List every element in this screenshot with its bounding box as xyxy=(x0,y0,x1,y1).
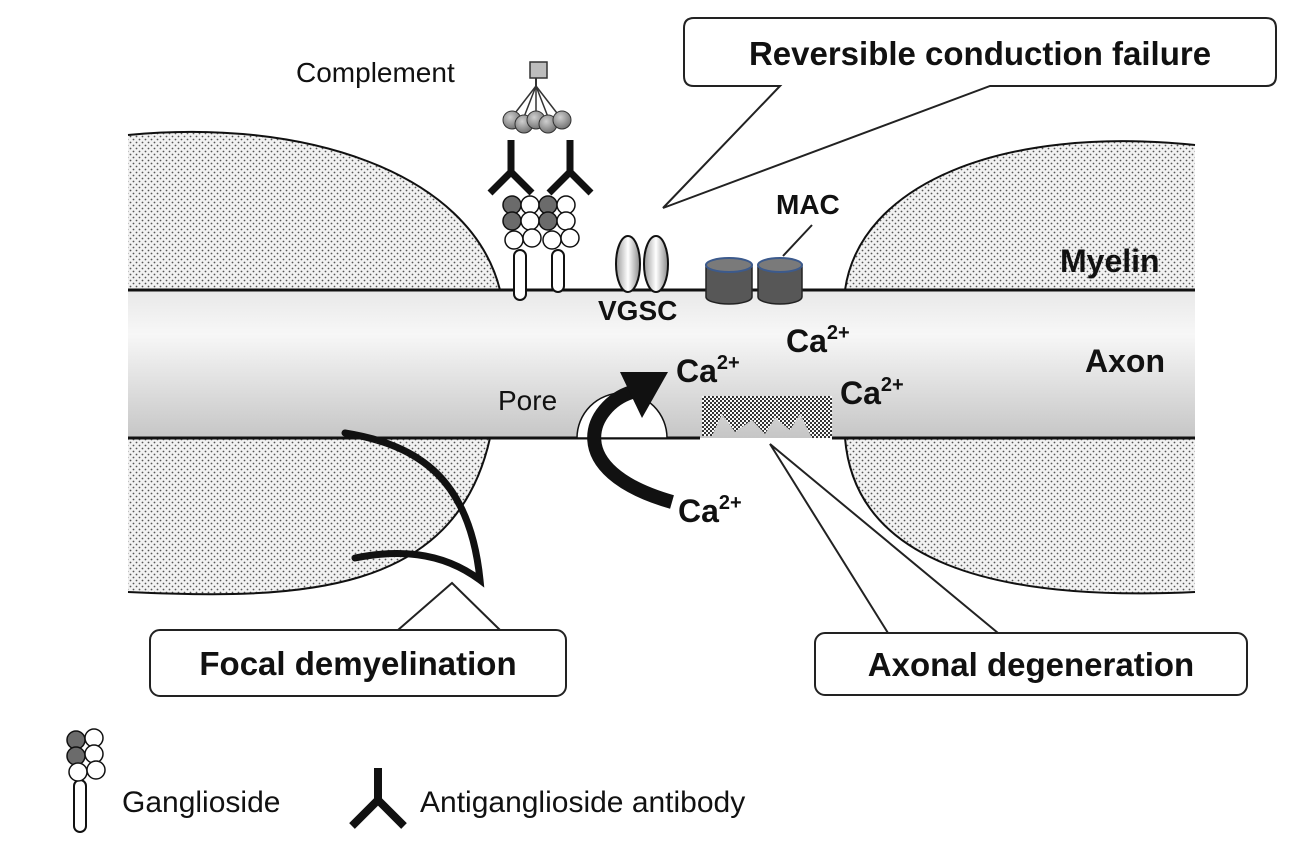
ganglioside-cluster-right xyxy=(538,195,580,293)
myelin-right-upper xyxy=(844,140,1196,291)
myelin-left-lower xyxy=(127,437,491,596)
callout-conduction-failure: Reversible conduction failure xyxy=(662,17,1277,209)
svg-text:Reversible conduction failure: Reversible conduction failure xyxy=(749,35,1211,72)
legend-ganglioside: Ganglioside xyxy=(66,728,280,833)
myelin-label: Myelin xyxy=(1060,243,1160,279)
ganglioside-legend-icon xyxy=(66,728,106,833)
svg-text:Axonal degeneration: Axonal degeneration xyxy=(868,646,1194,683)
svg-text:Ganglioside: Ganglioside xyxy=(122,786,280,819)
svg-text:Ca2+: Ca2+ xyxy=(676,352,740,389)
svg-text:Focal demyelination: Focal demyelination xyxy=(199,645,516,682)
legend-antibody: Antiganglioside antibody xyxy=(349,768,745,829)
calcium-ion-label-1: Ca2+ xyxy=(676,352,740,389)
vgsc-channel xyxy=(615,235,669,293)
complement-complex xyxy=(502,61,572,134)
myelin-left-upper xyxy=(127,130,501,291)
antibody-right xyxy=(546,140,594,196)
axon-label: Axon xyxy=(1085,343,1165,379)
complement-label: Complement xyxy=(296,57,455,88)
ganglioside-cluster-left xyxy=(502,195,542,301)
vgsc-label: VGSC xyxy=(598,295,677,326)
svg-text:Ca2+: Ca2+ xyxy=(786,322,850,359)
svg-text:Ca2+: Ca2+ xyxy=(840,374,904,411)
svg-text:Ca2+: Ca2+ xyxy=(678,492,742,529)
mac-leader-line xyxy=(782,224,813,257)
mac-pore-2 xyxy=(757,257,803,305)
callout-focal-demyelination: Focal demyelination xyxy=(149,581,567,697)
axon xyxy=(128,290,1195,438)
mac-label: MAC xyxy=(776,189,840,220)
axonal-degeneration-region xyxy=(702,396,832,438)
calcium-ion-label-2: Ca2+ xyxy=(786,322,850,359)
callout-axonal-degeneration: Axonal degeneration xyxy=(769,443,1248,696)
calcium-ion-label-3: Ca2+ xyxy=(840,374,904,411)
myelin-right-lower xyxy=(844,437,1196,595)
calcium-ion-label-4: Ca2+ xyxy=(678,492,742,529)
focal-demyelination-edge xyxy=(341,429,485,588)
mac-pore-1 xyxy=(705,257,753,305)
antibody-legend-icon xyxy=(349,768,407,829)
antibody-left xyxy=(487,140,535,196)
calcium-influx-arrow xyxy=(587,372,674,509)
svg-text:Antiganglioside antibody: Antiganglioside antibody xyxy=(420,786,745,819)
pore-label: Pore xyxy=(498,385,557,416)
